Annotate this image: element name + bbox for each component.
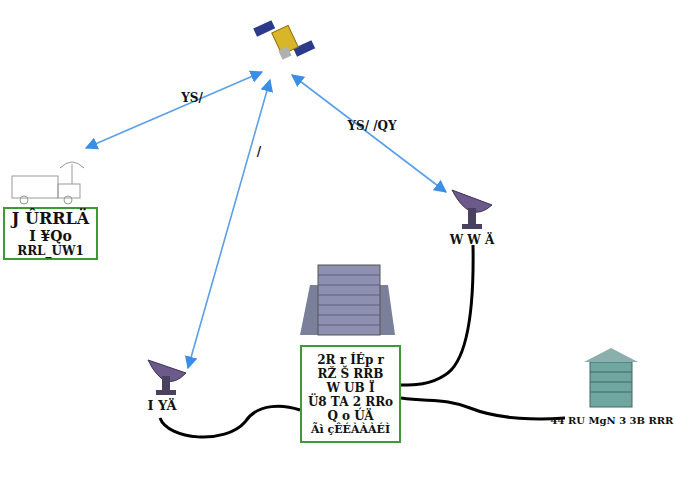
box-text: Ü8 TA 2 RRo (308, 395, 393, 409)
cable (160, 406, 300, 437)
box-text: W UB Ï (326, 381, 374, 395)
box-text: I ¥Qo (29, 228, 72, 244)
office-building (584, 348, 638, 407)
text-box: 2R r ÍÉp rRŽ Š RRBW UB ÏÜ8 TA 2 RRoQ o Ú… (300, 345, 401, 443)
text-box: J ÛRRLÄI ¥QoRRL_UW1 (3, 207, 98, 260)
box-text: Q o ÚÄ (327, 409, 373, 423)
office-building (300, 265, 395, 335)
label-text: YS/ (181, 91, 203, 105)
link-arrow (188, 80, 270, 368)
label-text: 44 RU MgN 3 3B RRR (551, 415, 674, 426)
box-text: RRL_UW1 (17, 244, 84, 258)
label-text: W W Ä (450, 233, 495, 247)
box-text: 2R r ÍÉp r (317, 353, 384, 367)
satellite (253, 20, 315, 59)
label-text: YS/ /QY (347, 119, 396, 133)
link-arrow (86, 72, 262, 148)
dish-antenna (452, 190, 492, 229)
satellite-truck (12, 162, 84, 204)
dish-antenna (148, 360, 186, 395)
label-text: I YÄ (147, 398, 176, 413)
label-text: / (257, 145, 261, 159)
cable (401, 398, 565, 419)
box-text: RŽ Š RRB (318, 367, 384, 381)
link-arrow (292, 75, 446, 192)
cable (401, 245, 473, 385)
box-text: J ÛRRLÄ (12, 209, 89, 228)
box-text: Ãì çÊÉÀÀÀÉÌ (311, 423, 390, 436)
